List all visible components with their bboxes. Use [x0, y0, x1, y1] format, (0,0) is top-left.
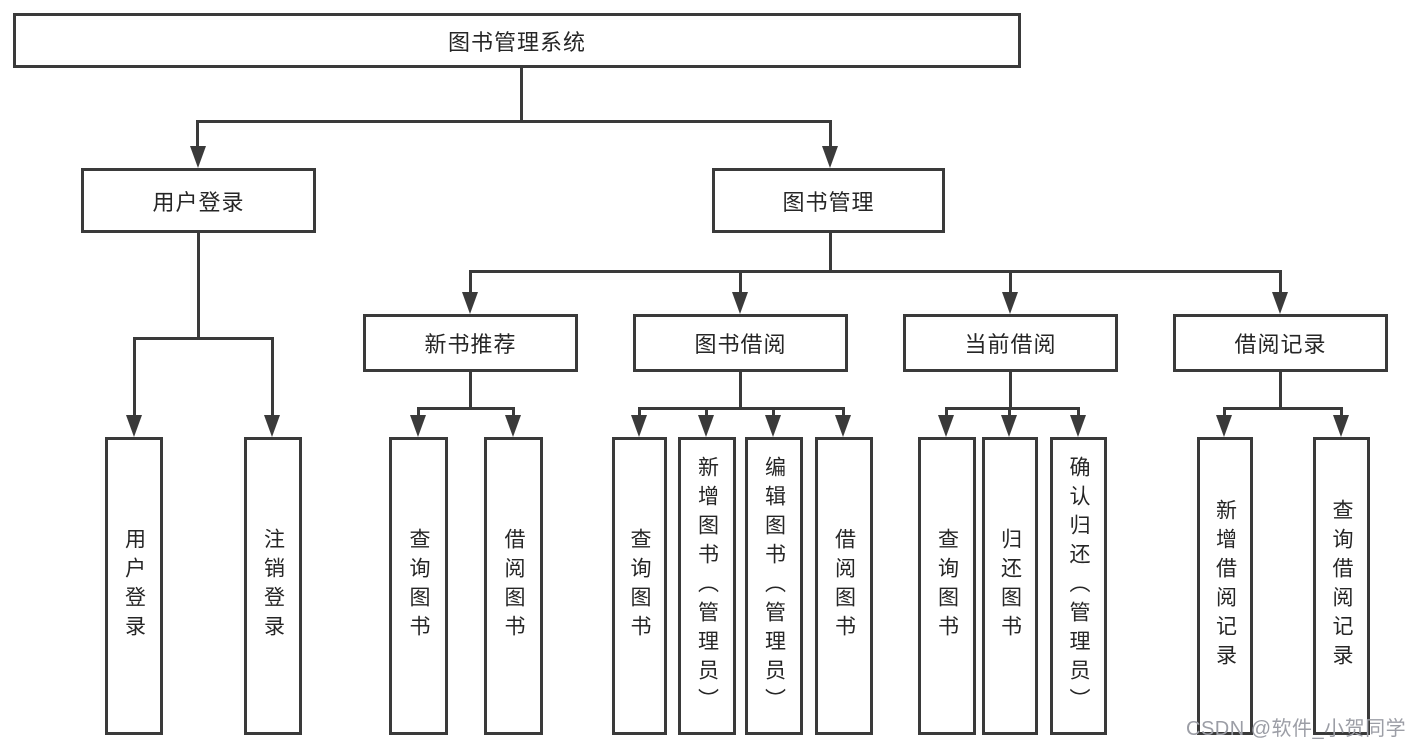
leaf-current-confirm-return-admin: 确认归还（管理员） — [1050, 437, 1107, 735]
arrowhead — [190, 146, 206, 168]
connector-line — [739, 270, 742, 294]
arrowhead — [631, 415, 647, 437]
connector-line — [638, 407, 845, 410]
connector-line — [772, 407, 775, 416]
arrowhead — [822, 146, 838, 168]
leaf-borrow-borrow-book: 借阅图书 — [815, 437, 873, 735]
node-user-login: 用户登录 — [81, 168, 316, 233]
arrowhead — [765, 415, 781, 437]
connector-line — [705, 407, 708, 416]
connector-line — [520, 68, 523, 120]
leaf-borrow-edit-book-admin: 编辑图书（管理员） — [745, 437, 803, 735]
node-root-system: 图书管理系统 — [13, 13, 1021, 68]
leaf-current-query-book: 查询图书 — [918, 437, 976, 735]
connector-line — [196, 120, 832, 123]
node-new-book-recommend: 新书推荐 — [363, 314, 578, 372]
connector-line — [133, 337, 136, 417]
connector-line — [469, 270, 472, 294]
node-book-management: 图书管理 — [712, 168, 945, 233]
connector-line — [945, 407, 1079, 410]
arrowhead — [462, 292, 478, 314]
leaf-newbook-borrow-book: 借阅图书 — [484, 437, 543, 735]
arrowhead — [732, 292, 748, 314]
arrowhead — [1272, 292, 1288, 314]
arrowhead — [1002, 292, 1018, 314]
connector-line — [469, 372, 472, 407]
connector-line — [196, 120, 199, 148]
connector-line — [417, 407, 420, 416]
connector-line — [1008, 407, 1011, 416]
connector-line — [512, 407, 515, 416]
leaf-borrow-query-book: 查询图书 — [612, 437, 667, 735]
leaf-newbook-query-book: 查询图书 — [389, 437, 448, 735]
connector-line — [1223, 407, 1342, 410]
arrowhead — [1333, 415, 1349, 437]
leaf-current-return-book: 归还图书 — [982, 437, 1038, 735]
connector-line — [638, 407, 641, 416]
connector-line — [1279, 372, 1282, 407]
arrowhead — [1070, 415, 1086, 437]
connector-line — [271, 337, 274, 417]
leaf-logout: 注销登录 — [244, 437, 302, 735]
connector-line — [739, 372, 742, 407]
connector-line — [133, 337, 274, 340]
leaf-user-login: 用户登录 — [105, 437, 163, 735]
csdn-watermark: CSDN @软件_小贺同学 — [1186, 718, 1405, 740]
leaf-records-add-record: 新增借阅记录 — [1197, 437, 1253, 735]
connector-line — [829, 233, 832, 273]
connector-line — [1009, 372, 1012, 407]
connector-line — [417, 407, 514, 410]
arrowhead — [938, 415, 954, 437]
connector-line — [829, 120, 832, 148]
connector-line — [469, 270, 1282, 273]
node-borrow-records: 借阅记录 — [1173, 314, 1388, 372]
connector-line — [1009, 270, 1012, 294]
connector-line — [197, 233, 200, 337]
connector-line — [1279, 270, 1282, 294]
leaf-borrow-add-book-admin: 新增图书（管理员） — [678, 437, 736, 735]
connector-line — [945, 407, 948, 416]
node-book-borrow: 图书借阅 — [633, 314, 848, 372]
arrowhead — [1001, 415, 1017, 437]
node-current-borrow: 当前借阅 — [903, 314, 1118, 372]
arrowhead — [264, 415, 280, 437]
connector-line — [1077, 407, 1080, 416]
connector-line — [1223, 407, 1226, 416]
arrowhead — [1216, 415, 1232, 437]
connector-line — [1340, 407, 1343, 416]
arrowhead — [835, 415, 851, 437]
connector-line — [842, 407, 845, 416]
arrowhead — [410, 415, 426, 437]
leaf-records-query-record: 查询借阅记录 — [1313, 437, 1370, 735]
arrowhead — [698, 415, 714, 437]
arrowhead — [126, 415, 142, 437]
arrowhead — [505, 415, 521, 437]
